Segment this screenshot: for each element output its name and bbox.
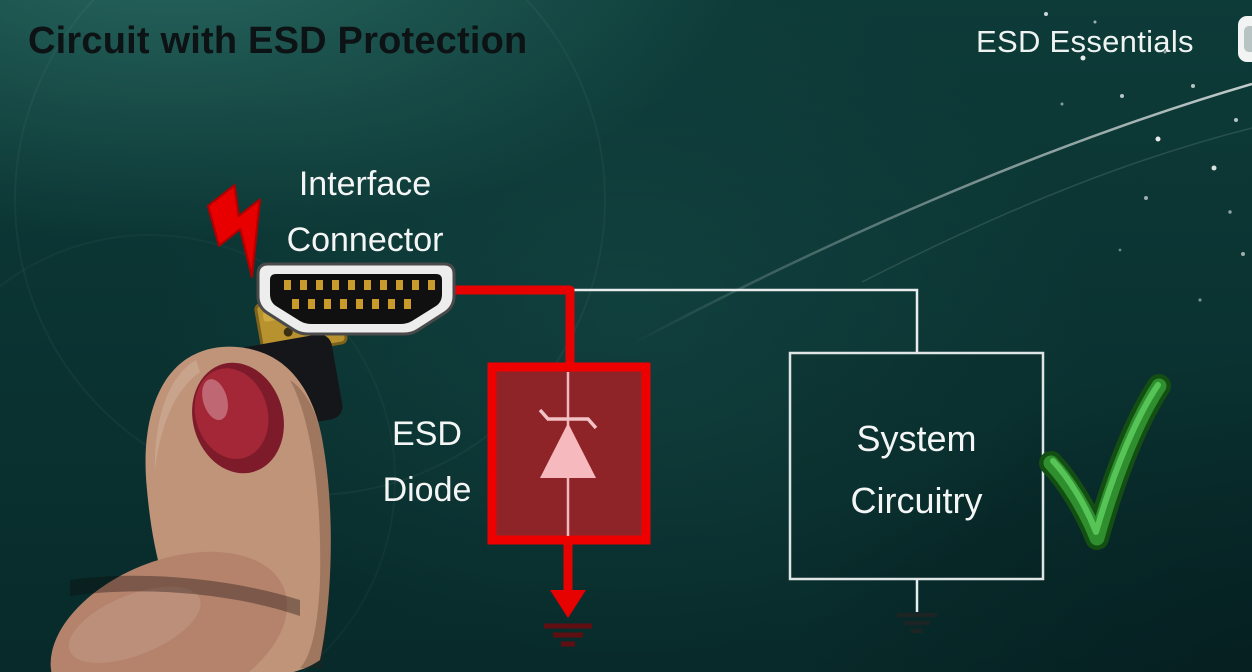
esd-diode-label-line1: ESD <box>392 415 462 453</box>
ground-arrow-red <box>550 541 586 618</box>
brand-text: ESD Essentials <box>976 24 1194 59</box>
lightning-bolt-icon <box>206 184 261 278</box>
hdmi-connector-image <box>256 262 456 336</box>
esd-diode-label: ESD Diode <box>368 406 486 518</box>
decor-curve <box>631 82 1252 346</box>
channel-logo-partial <box>1238 16 1252 62</box>
interface-connector-label-line1: Interface <box>298 165 432 203</box>
interface-connector-label: Interface Connector <box>245 156 485 268</box>
slide-title: Circuit with ESD Protection <box>28 20 528 62</box>
star-dots <box>1044 12 1245 302</box>
esd-diode-box <box>487 362 651 545</box>
wire-to-system <box>570 288 919 353</box>
system-circuitry-label-line2: Circuitry <box>850 480 983 521</box>
system-circuitry-label-line1: System <box>856 418 977 459</box>
esd-diode-label-line2: Diode <box>382 471 472 509</box>
zener-diode-symbol <box>538 372 598 536</box>
system-circuitry-label: System Circuitry <box>790 408 1043 532</box>
ground-icon <box>544 623 592 647</box>
interface-connector-label-line2: Connector <box>286 221 444 259</box>
wire-red-esd-path <box>446 285 575 370</box>
ground-icon <box>897 612 937 634</box>
checkmark-icon <box>1039 374 1171 550</box>
system-circuitry-box <box>788 351 1045 581</box>
hand-holding-hdmi-cable-image <box>50 290 348 672</box>
